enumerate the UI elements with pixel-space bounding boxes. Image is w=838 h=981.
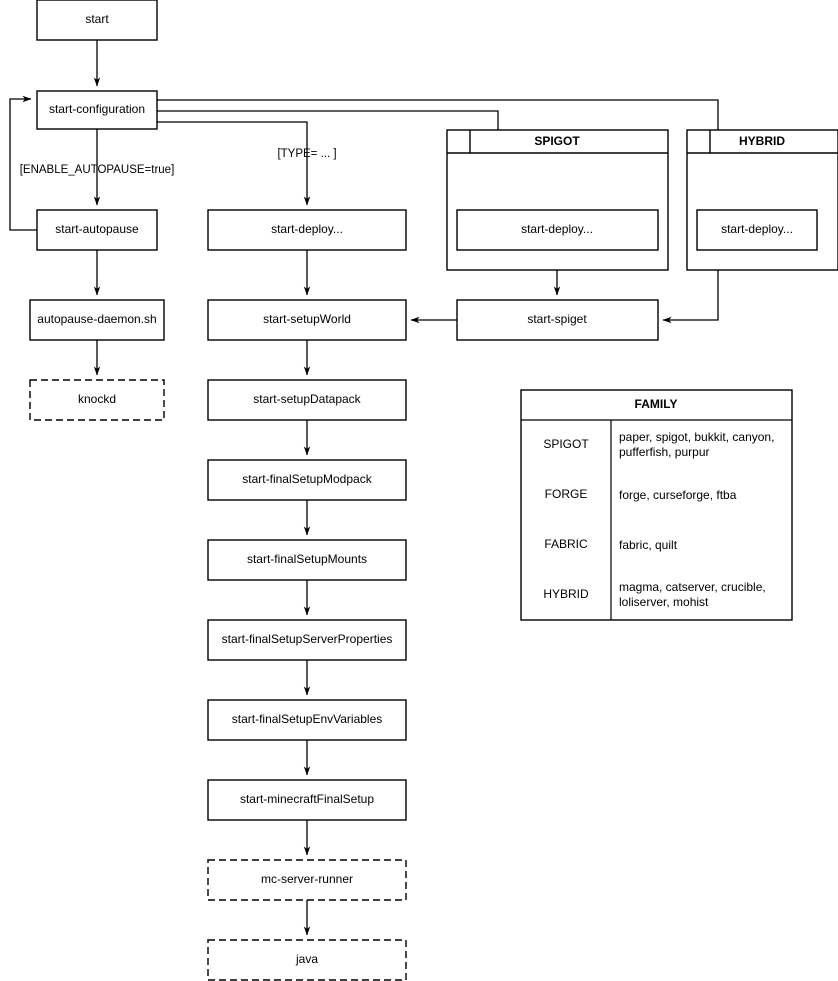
node-start-spiget[interactable]: start-spiget [456,299,659,341]
node-start-configuration-label: start-configuration [49,102,145,116]
node-start-label: start [85,12,109,26]
family-row-key-hybrid: HYBRID [543,587,589,601]
node-start-finalSetupEnvVariables-rect[interactable] [207,699,407,741]
node-start-finalSetupEnvVariables[interactable]: start-finalSetupEnvVariables [207,699,407,741]
family-table-title: FAMILY [635,397,678,411]
node-start-deploy-hybrid-rect[interactable] [696,209,818,251]
node-start-deploy-main-rect[interactable] [207,209,407,251]
node-start-setupDatapack[interactable]: start-setupDatapack [207,379,407,421]
node-start-minecraftFinalSetup[interactable]: start-minecraftFinalSetup [207,779,407,821]
edges-layer [9,40,722,936]
node-start-finalSetupModpack-label: start-finalSetupModpack [242,472,372,486]
node-java-label: java [295,952,318,966]
family-table-outer-rect [520,389,793,621]
node-mc-server-runner-rect[interactable] [207,859,407,901]
node-start-rect[interactable] [36,0,158,41]
node-start-autopause-rect[interactable] [36,209,158,251]
node-start-finalSetupServerProperties-label: start-finalSetupServerProperties [222,632,393,646]
edge-label-enable-autopause: [ENABLE_AUTOPAUSE=true] [20,164,175,176]
node-mc-server-runner[interactable]: mc-server-runner [207,859,407,901]
family-row-key-fabric: FABRIC [544,537,588,551]
node-start-deploy-spigot-rect[interactable] [456,209,659,251]
node-autopause-daemon-label: autopause-daemon.sh [37,312,156,326]
edge-label-type: [TYPE= ... ] [277,148,336,160]
node-start-finalSetupEnvVariables-label: start-finalSetupEnvVariables [232,712,383,726]
node-start-finalSetupMounts-rect[interactable] [207,539,407,581]
family-table: FAMILY SPIGOT paper, spigot, bukkit, can… [520,389,793,621]
node-knockd[interactable]: knockd [29,379,165,421]
edge-configuration-to-deploy-main [157,121,311,206]
family-table-row: FORGE forge, curseforge, ftba [545,487,737,502]
family-table-row: FABRIC fabric, quilt [544,537,677,552]
node-start-setupWorld[interactable]: start-setupWorld [207,299,407,341]
node-java[interactable]: java [207,939,407,981]
node-start-finalSetupServerProperties[interactable]: start-finalSetupServerProperties [207,619,407,661]
node-mc-server-runner-label: mc-server-runner [261,872,353,886]
family-row-value-fabric-line1: fabric, quilt [619,538,678,552]
node-start-minecraftFinalSetup-label: start-minecraftFinalSetup [240,792,374,806]
node-knockd-rect[interactable] [29,379,165,421]
node-start-setupDatapack-rect[interactable] [207,379,407,421]
family-row-value-hybrid-line2: loliserver, mohist [619,595,709,609]
node-start-configuration-rect[interactable] [36,90,158,130]
group-spigot-title: SPIGOT [534,134,580,148]
nodes-layer: start start-configuration start-autopaus… [29,0,818,981]
family-row-value-spigot-line2: pufferfish, purpur [619,445,710,459]
family-row-value-spigot-line1: paper, spigot, bukkit, canyon, [619,430,774,444]
family-row-value-forge-line1: forge, curseforge, ftba [619,488,737,502]
node-start-deploy-main[interactable]: start-deploy... [207,209,407,251]
node-start-autopause[interactable]: start-autopause [36,209,158,251]
node-start-finalSetupServerProperties-rect[interactable] [207,619,407,661]
node-start-setupWorld-label: start-setupWorld [263,312,351,326]
node-start-spiget-label: start-spiget [527,312,587,326]
group-hybrid-title: HYBRID [739,134,785,148]
node-start-finalSetupModpack[interactable]: start-finalSetupModpack [207,459,407,501]
node-java-rect[interactable] [207,939,407,981]
node-start-minecraftFinalSetup-rect[interactable] [207,779,407,821]
node-start-finalSetupModpack-rect[interactable] [207,459,407,501]
node-start-autopause-label: start-autopause [55,222,139,236]
node-autopause-daemon[interactable]: autopause-daemon.sh [29,299,165,341]
node-knockd-label: knockd [78,392,116,406]
family-row-key-spigot: SPIGOT [543,437,589,451]
node-start-setupDatapack-label: start-setupDatapack [253,392,361,406]
node-start-finalSetupMounts[interactable]: start-finalSetupMounts [207,539,407,581]
node-start-spiget-rect[interactable] [456,299,659,341]
node-start-configuration[interactable]: start-configuration [36,90,158,130]
node-start-deploy-spigot-label: start-deploy... [521,222,593,236]
node-start-finalSetupMounts-label: start-finalSetupMounts [247,552,367,566]
node-autopause-daemon-rect[interactable] [29,299,165,341]
edge-labels-layer: [ENABLE_AUTOPAUSE=true] [TYPE= ... ] [20,148,337,176]
node-start-deploy-hybrid-label: start-deploy... [721,222,793,236]
edge-autopause-back-to-configuration [9,95,37,231]
node-start-deploy-spigot[interactable]: start-deploy... [456,209,659,251]
family-table-row: HYBRID magma, catserver, crucible, lolis… [543,580,765,609]
family-row-value-hybrid-line1: magma, catserver, crucible, [619,580,766,594]
node-start-setupWorld-rect[interactable] [207,299,407,341]
node-start-deploy-main-label: start-deploy... [271,222,343,236]
node-start[interactable]: start [36,0,158,41]
family-table-row: SPIGOT paper, spigot, bukkit, canyon, pu… [543,430,774,459]
family-row-key-forge: FORGE [545,487,588,501]
edge-hybrid-deploy-to-spiget [662,250,719,324]
node-start-deploy-hybrid[interactable]: start-deploy... [696,209,818,251]
